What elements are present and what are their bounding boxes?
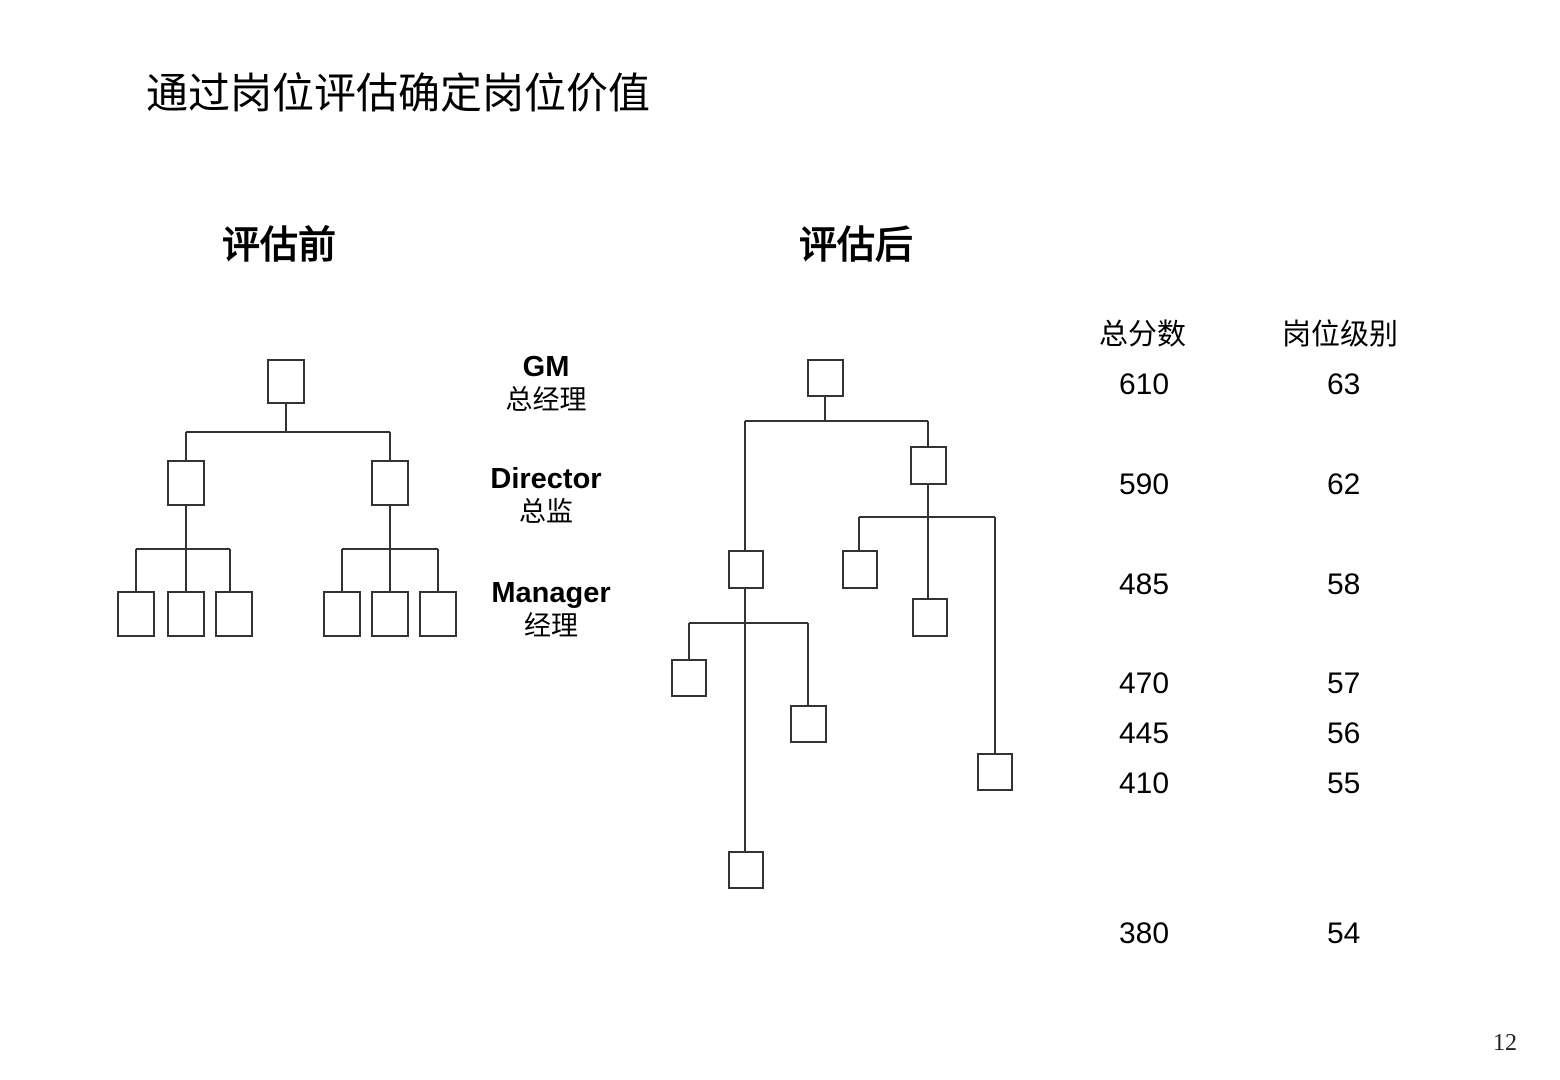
level-en: Director bbox=[490, 463, 602, 495]
level-zh: 经理 bbox=[524, 611, 578, 642]
page-number: 12 bbox=[1493, 1030, 1517, 1056]
grade-cell: 56 bbox=[1327, 717, 1361, 750]
gm-position-box bbox=[267, 359, 305, 404]
score-cell: 590 bbox=[1119, 468, 1170, 501]
position-box-grade-58 bbox=[728, 550, 764, 589]
position-box-grade-55 bbox=[977, 753, 1013, 791]
level-en: GM bbox=[522, 351, 570, 383]
manager-position-box bbox=[371, 591, 409, 637]
grade-cell: 54 bbox=[1327, 917, 1361, 950]
manager-position-box bbox=[323, 591, 361, 637]
position-box-grade-56 bbox=[790, 705, 827, 743]
director-position-box bbox=[371, 460, 409, 506]
column-header-total-score: 总分数 bbox=[1099, 317, 1187, 351]
score-cell: 470 bbox=[1119, 667, 1170, 700]
manager-position-box bbox=[167, 591, 205, 637]
manager-position-box bbox=[117, 591, 155, 637]
score-cell: 410 bbox=[1119, 767, 1170, 800]
grade-cell: 55 bbox=[1327, 767, 1361, 800]
position-box-grade-57 bbox=[912, 598, 948, 637]
level-label-manager: Manager 经理 bbox=[461, 576, 641, 644]
score-cell: 380 bbox=[1119, 917, 1170, 950]
position-box-grade-63 bbox=[807, 359, 844, 397]
level-zh: 总经理 bbox=[505, 385, 587, 416]
position-box-grade-54 bbox=[728, 851, 764, 889]
position-box-grade-56 bbox=[671, 659, 707, 697]
level-label-gm: GM 总经理 bbox=[456, 350, 636, 418]
column-header-grade: 岗位级别 bbox=[1282, 317, 1399, 351]
grade-cell: 58 bbox=[1327, 568, 1361, 601]
position-box-grade-58 bbox=[842, 550, 878, 589]
manager-position-box bbox=[215, 591, 253, 637]
after-heading: 评估后 bbox=[799, 223, 914, 267]
score-cell: 610 bbox=[1119, 368, 1170, 401]
grade-cell: 57 bbox=[1327, 667, 1361, 700]
score-cell: 445 bbox=[1119, 717, 1170, 750]
level-zh: 总监 bbox=[519, 497, 573, 528]
grade-cell: 63 bbox=[1327, 368, 1361, 401]
before-org-chart bbox=[117, 359, 457, 637]
level-en: Manager bbox=[491, 577, 611, 609]
score-cell: 485 bbox=[1119, 568, 1170, 601]
level-label-director: Director 总监 bbox=[456, 462, 636, 530]
director-position-box bbox=[167, 460, 205, 506]
before-heading: 评估前 bbox=[222, 223, 337, 267]
manager-position-box bbox=[419, 591, 457, 637]
grade-cell: 62 bbox=[1327, 468, 1361, 501]
position-box-grade-62 bbox=[910, 446, 947, 485]
after-org-chart bbox=[671, 359, 1013, 889]
slide-title: 通过岗位评估确定岗位价值 bbox=[146, 69, 651, 118]
